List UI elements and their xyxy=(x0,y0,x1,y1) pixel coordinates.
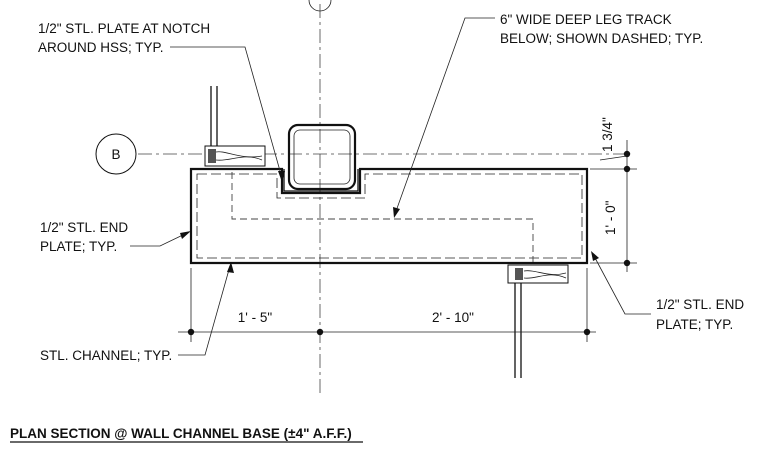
note-end-plate-left: 1/2" STL. END PLATE; TYP. xyxy=(40,220,191,254)
note-leg-track-line1: 6" WIDE DEEP LEG TRACK xyxy=(500,12,672,27)
drawing-title: PLAN SECTION @ WALL CHANNEL BASE (±4" A.… xyxy=(10,426,363,443)
note-end-plate-right-line2: PLATE; TYP. xyxy=(656,317,733,332)
note-plate-notch-line2: AROUND HSS; TYP. xyxy=(38,40,164,55)
stud-track-right xyxy=(507,264,569,378)
dim-right-span: 2' - 10" xyxy=(432,310,474,325)
note-plate-notch: 1/2" STL. PLATE AT NOTCH AROUND HSS; TYP… xyxy=(38,21,285,182)
vertical-dimensions: 1 3/4" 1' - 0" xyxy=(590,117,637,272)
note-end-plate-right: 1/2" STL. END PLATE; TYP. xyxy=(591,251,744,332)
dim-notch-depth: 1 3/4" xyxy=(600,117,615,152)
note-leg-track: 6" WIDE DEEP LEG TRACK BELOW; SHOWN DASH… xyxy=(393,12,703,218)
note-channel: STL. CHANNEL; TYP. xyxy=(40,262,234,363)
note-end-plate-left-line2: PLATE; TYP. xyxy=(40,239,117,254)
note-end-plate-left-line1: 1/2" STL. END xyxy=(40,220,128,235)
note-plate-notch-line1: 1/2" STL. PLATE AT NOTCH xyxy=(38,21,210,36)
note-leg-track-line2: BELOW; SHOWN DASHED; TYP. xyxy=(500,31,703,46)
grid-bubble-b: B xyxy=(95,133,137,175)
dim-left-span: 1' - 5" xyxy=(238,310,273,325)
deep-leg-track xyxy=(231,172,534,262)
hss-post xyxy=(283,123,359,192)
note-end-plate-right-line1: 1/2" STL. END xyxy=(656,297,744,312)
note-channel-text: STL. CHANNEL; TYP. xyxy=(40,348,172,363)
dim-depth: 1' - 0" xyxy=(603,200,618,235)
stud-track-left xyxy=(204,86,266,167)
horizontal-dimensions: 1' - 5" 2' - 10" xyxy=(178,268,596,342)
wall-channel xyxy=(189,167,589,265)
grid-bubble-label: B xyxy=(111,147,120,162)
drawing-title-text: PLAN SECTION @ WALL CHANNEL BASE (±4" A.… xyxy=(10,426,352,441)
center-lines xyxy=(138,0,628,395)
